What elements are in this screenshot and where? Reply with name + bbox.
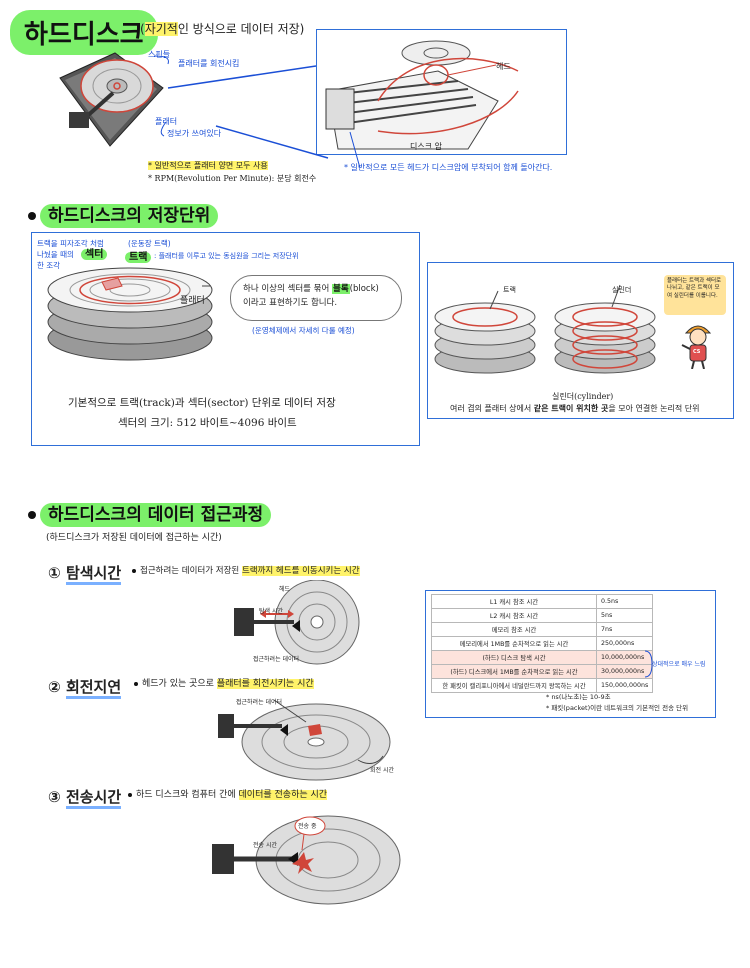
head-arm-frame [316,29,567,155]
latency-time: 5ns [595,608,654,623]
cyl-label-cylinder: 실린더 [612,286,632,294]
cyl-speech-note: 플래터는 트랙과 섹터로 나뉘고, 같은 트랙이 모여 실린더를 이룹니다. [664,275,726,315]
table-note: 상대적으로 매우 느림 [652,661,706,668]
latency-time: 0.5ns [595,594,654,609]
note-track-desc: : 플래터를 이루고 있는 동심원을 그리는 저장단위 [154,252,299,260]
cyl-label-track: 트랙 [503,286,516,294]
head-arm-illustration [325,40,519,150]
note-sector-b: 나눴을 때의 [37,250,74,259]
note-both-sides: * 일반적으로 플래터 양면 모두 사용 [148,161,268,170]
storage-unit-frame [31,232,420,446]
note-os: (운영체제에서 자세히 다룰 예정) [252,326,355,335]
rot-label-data: 접근하려는 데이터 [236,699,283,706]
latency-frame [425,590,716,718]
label-spindle-desc: 플래터를 회전시킴 [178,59,240,68]
connector-lines-1 [167,65,361,169]
note-sector-a: 트랙을 피자조각 처럼 [37,239,104,248]
note-rpm: * RPM(Revolution Per Minute): 분당 회전수 [148,174,317,183]
xfer-heading: ③ 전송시간 [48,786,122,809]
label-head: 헤드 [496,62,511,71]
platter-stack-illustration [47,267,213,361]
note-heads: * 일반적으로 모든 헤드가 디스크암에 부착되어 함께 돌아간다. [344,163,553,172]
rot-label-time: 회전 시간 [370,767,394,774]
label-platter: 플래터 [155,117,178,126]
latency-time: 30,000,000ns [595,664,654,679]
latency-time: 7ns [595,622,654,637]
title-storage-unit: 하드디스크의 저장단위 [28,201,219,228]
title-harddisk: 하드디스크 [10,10,158,55]
label-platter-desc: 정보가 쓰여있다 [167,129,222,138]
seek-label-data: 접근하려는 데이터 [253,656,300,663]
cyl-caption: 여러 겹의 플래터 상에서 같은 트랙이 위치한 곳을 모아 연결한 논리적 단… [450,403,700,413]
label-sector: 섹터 [81,245,108,260]
caption-storage-unit-1: 기본적으로 트랙(track)과 섹터(sector) 단위로 데이터 저장 [68,397,336,409]
rot-diagram [218,699,391,781]
note-track-q: (운동장 트랙) [128,239,171,248]
packet-note: * 패킷(packet)이란 네트워크의 기본적인 전송 단위 [546,704,689,712]
rot-heading: ② 회전지연 [48,676,122,699]
seek-diagram [234,580,360,665]
ns-note: * ns(나노초)는 10-9초 [546,693,611,701]
mascot-icon [681,325,712,369]
cylinder-frame [427,262,734,419]
xfer-desc: 하드 디스크와 컴퓨터 간에 데이터를 전송하는 시간 [128,787,328,800]
title-data-access: 하드디스크의 데이터 접근과정 [28,500,272,527]
latency-time: 250,000ns [595,636,654,651]
section-harddisk: 하드디스크 (자기적인 방식으로 데이터 저장) 스핀들 플래터를 회전시킴 플… [0,0,750,190]
annotation-arrows-1 [153,55,169,137]
rot-desc: 헤드가 있는 곳으로 플래터를 회전시키는 시간 [134,676,314,689]
latency-time: 150,000,000ns [595,678,654,693]
seek-label-head: 헤드 [279,586,291,593]
xfer-label-busy: 전송 중 [298,823,317,830]
cylinder-illustration [434,284,656,374]
cyl-title: 실린더(cylinder) [552,392,614,401]
label-track: 트랙 [125,248,152,263]
subtitle-harddisk: (자기적인 방식으로 데이터 저장) [140,22,305,36]
latency-item: L2 캐시 참조 시간 [431,608,597,623]
latency-item: L1 캐시 참조 시간 [431,594,597,609]
subtitle-data-access: (하드디스크가 저장된 데이터에 접근하는 시간) [46,533,222,543]
seek-label-time: 탐색 시간 [259,608,283,615]
label-platter-2: 플래터 [180,296,205,306]
seek-heading: ① 탐색시간 [48,562,122,585]
note-sector-c: 한 조각 [37,261,61,270]
latency-item: (하드) 디스크에서 1MB를 순차적으로 읽는 시간 [431,664,597,679]
latency-item: 메모리에서 1MB를 순차적으로 읽는 시간 [431,636,597,651]
label-spindle: 스핀들 [148,50,171,59]
hdd-illustration [59,52,164,147]
section-storage-unit: 하드디스크의 저장단위 트랙을 피자조각 처럼 나눴을 때의 섹터 한 조각 (… [0,195,750,455]
table-bracket [644,650,653,678]
latency-item: 메모리 참조 시간 [431,622,597,637]
section-data-access: 하드디스크의 데이터 접근과정 (하드디스크가 저장된 데이터에 접근하는 시간… [0,490,750,968]
xfer-label-time: 전송 시간 [253,842,277,849]
caption-storage-unit-2: 섹터의 크기: 512 바이트~4096 바이트 [118,417,297,429]
xfer-diagram [212,815,401,905]
mascot-badge: CS [693,349,701,355]
seek-desc: 접근하려는 데이터가 저장된 트랙까지 헤드를 이동시키는 시간 [132,564,360,576]
latency-item: (하드) 디스크 탐색 시간 [431,650,597,665]
block-speech-bubble: 하나 이상의 섹터를 묶어 블록(block) 이라고 표현하기도 합니다. [230,275,402,321]
label-disk-arm: 디스크 암 [410,142,442,151]
